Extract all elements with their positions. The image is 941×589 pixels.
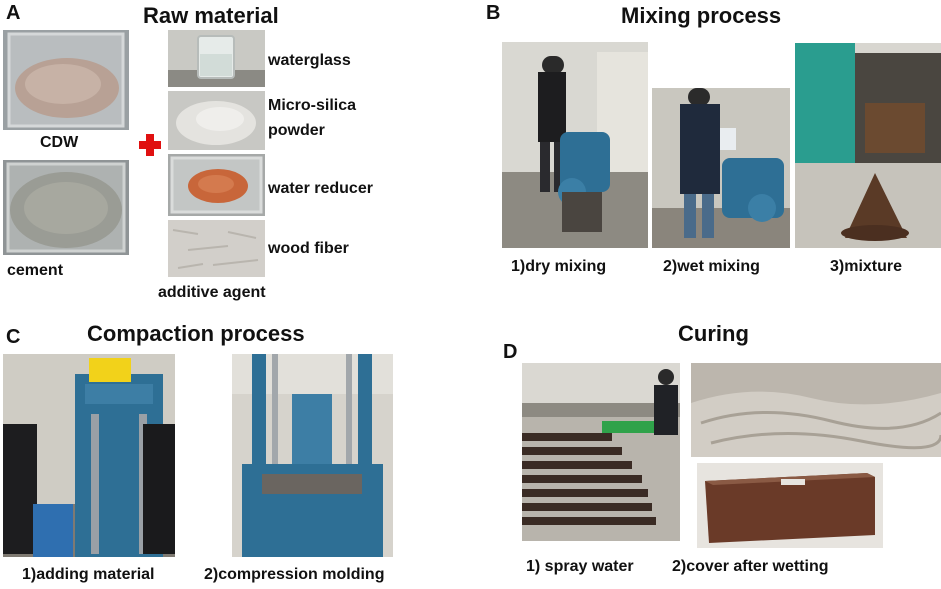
panel-c-letter: C xyxy=(6,326,21,348)
water-reducer-label: water reducer xyxy=(268,180,373,197)
adding-material-photo xyxy=(3,354,175,557)
cdw-photo xyxy=(3,30,129,130)
panel-d-title: Curing xyxy=(678,321,749,346)
waterglass-label: waterglass xyxy=(268,52,351,69)
compression-molding-label: 2)compression molding xyxy=(204,566,385,583)
panel-b-letter: B xyxy=(486,2,501,24)
adding-material-label: 1)adding material xyxy=(22,566,155,583)
water-reducer-photo xyxy=(168,154,265,216)
spray-water-photo xyxy=(522,363,680,541)
panel-c-title: Compaction process xyxy=(87,321,305,346)
micro-silica-label-2: powder xyxy=(268,122,325,139)
spray-water-label: 1) spray water xyxy=(526,558,634,575)
additive-agent-label: additive agent xyxy=(158,284,266,301)
wet-mixing-photo xyxy=(652,88,790,248)
wood-fiber-label: wood fiber xyxy=(268,240,349,257)
dry-mixing-label: 1)dry mixing xyxy=(511,258,607,275)
panel-a-title: Raw material xyxy=(143,3,279,28)
compression-molding-photo xyxy=(232,354,393,557)
micro-silica-label-1: Micro-silica xyxy=(268,97,357,114)
cover-after-wetting-label: 2)cover after wetting xyxy=(672,558,829,575)
waterglass-photo xyxy=(168,30,265,87)
dry-mixing-photo xyxy=(502,42,648,248)
panel-b-title: Mixing process xyxy=(621,3,782,28)
cdw-label: CDW xyxy=(40,134,79,151)
plus-icon xyxy=(139,134,161,156)
cement-photo xyxy=(3,160,129,255)
panel-d-letter: D xyxy=(503,341,518,363)
mixture-photo xyxy=(795,43,941,248)
micro-silica-photo xyxy=(168,91,265,150)
wood-fiber-photo xyxy=(168,220,265,277)
panel-a-letter: A xyxy=(6,2,21,24)
mixture-label: 3)mixture xyxy=(830,258,903,275)
wet-mixing-label: 2)wet mixing xyxy=(663,258,760,275)
cured-brick-photo xyxy=(697,463,883,548)
cover-wet-cloth-photo xyxy=(691,363,941,457)
cement-label: cement xyxy=(7,262,64,279)
